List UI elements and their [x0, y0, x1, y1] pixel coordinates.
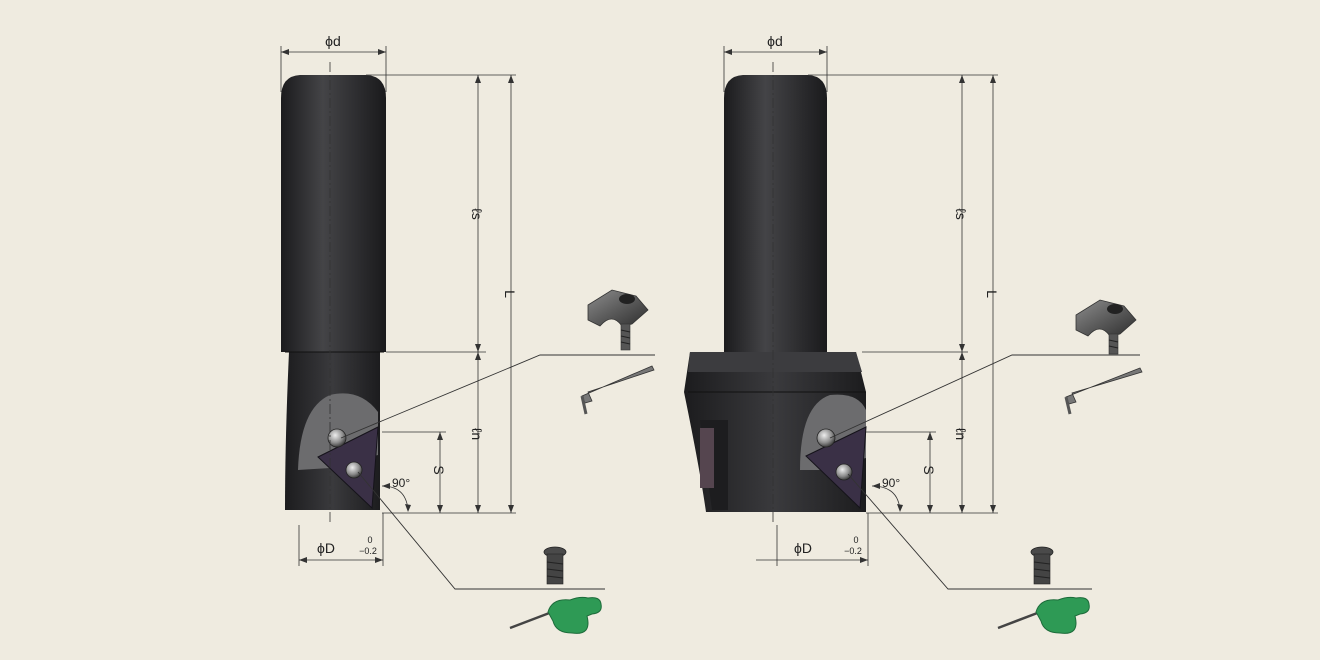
- hex-key-icon: [580, 365, 655, 415]
- right-screw: [1030, 546, 1054, 585]
- right-shank: [724, 75, 827, 352]
- left-tol-lower: −0.2: [359, 546, 377, 556]
- right-angle-label: 90°: [882, 476, 900, 490]
- right-insert: [805, 426, 867, 510]
- right-shank-dia-label: ϕd: [767, 33, 783, 49]
- left-insert-screw: [345, 461, 363, 479]
- left-shank: [281, 75, 386, 352]
- left-step-label: S: [431, 465, 447, 474]
- right-neck-len-label: ℓn: [953, 428, 969, 440]
- left-clamp-part: [587, 289, 649, 351]
- right-total-len-label: L: [984, 290, 1000, 298]
- right-clamp-screw-top: [816, 428, 836, 448]
- right-torx-wrench: [997, 596, 1090, 634]
- right-end-mill-figure: ϕd ℓs L ℓn S 90° ϕD: [684, 33, 1143, 634]
- left-neck-len-label: ℓn: [469, 428, 485, 440]
- right-insert-screw: [835, 463, 853, 481]
- torx-wrench-icon: [509, 596, 602, 634]
- left-clamp-screw-top: [327, 428, 347, 448]
- clamp-icon: [587, 289, 649, 327]
- screw-icon: [543, 546, 567, 585]
- right-tol-upper: 0: [853, 535, 858, 545]
- left-tol-upper: 0: [367, 535, 372, 545]
- right-cut-dia-label: ϕD: [794, 540, 812, 556]
- left-cut-dia-label: ϕD: [317, 540, 335, 556]
- left-total-len-label: L: [502, 290, 518, 298]
- left-shank-dia-label: ϕd: [325, 33, 341, 49]
- right-tol-lower: −0.2: [844, 546, 862, 556]
- right-clamp-part: [1075, 299, 1137, 355]
- right-step-label: S: [921, 465, 937, 474]
- right-hex-key: [1064, 367, 1143, 415]
- left-angle-label: 90°: [392, 476, 410, 490]
- left-end-mill-figure: ϕd ℓs L ℓn S 90°: [280, 33, 655, 634]
- right-shank-len-label: ℓs: [953, 208, 969, 220]
- left-shank-len-label: ℓs: [469, 208, 485, 220]
